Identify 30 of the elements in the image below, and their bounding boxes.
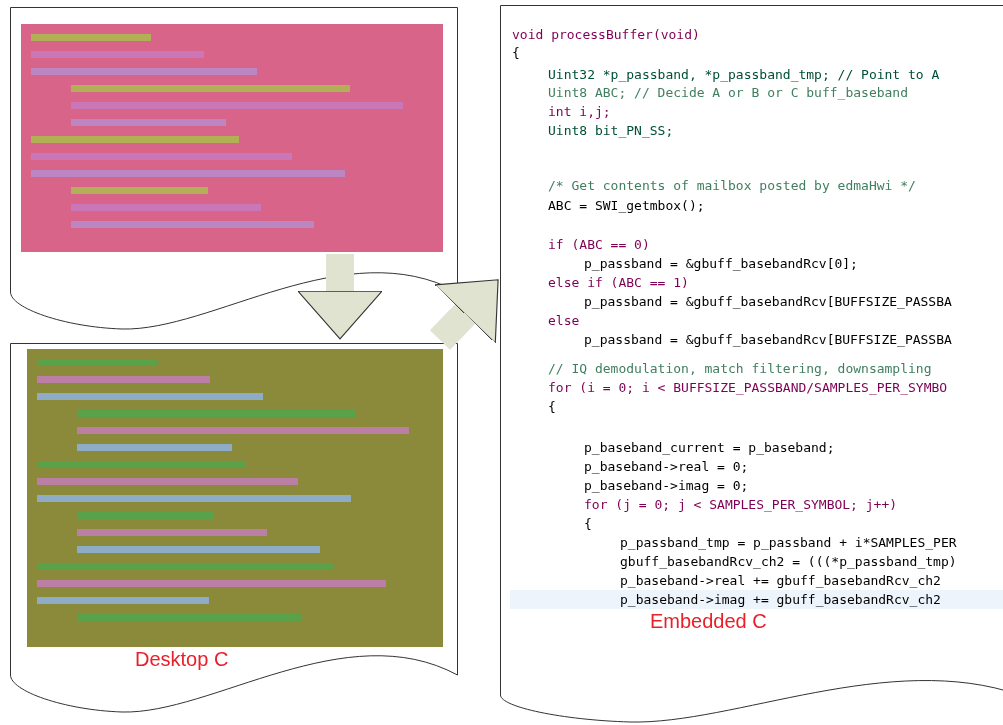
code-line: p_baseband->real = 0; bbox=[584, 459, 749, 475]
code-line: p_baseband->imag += gbuff_basebandRcv_ch2 bbox=[620, 592, 941, 608]
code-line: { bbox=[548, 399, 556, 415]
code-line: { bbox=[584, 516, 592, 532]
code-line: else if (ABC == 1) bbox=[548, 275, 689, 291]
code-line: p_passband = &gbuff_basebandRcv[BUFFSIZE_PASSBA bbox=[584, 294, 952, 310]
code-line: { bbox=[512, 45, 520, 61]
code-line: Uint32 *p_passband, *p_passband_tmp; // Point to A bbox=[548, 67, 940, 83]
code-line: p_passband_tmp = p_passband + i*SAMPLES_PER bbox=[620, 535, 957, 551]
node-label: Desktop C bbox=[135, 648, 229, 671]
code-line: // IQ demodulation, match filtering, downsampling bbox=[548, 361, 932, 377]
block-arrow bbox=[297, 254, 383, 340]
code-line: for (i = 0; i < BUFFSIZE_PASSBAND/SAMPLES_PER_SYMBO bbox=[548, 380, 948, 396]
code-line: ABC = SWI_getmbox(); bbox=[548, 198, 705, 214]
code-line: void processBuffer(void) bbox=[512, 27, 700, 43]
code-line: Uint8 ABC; // Decide A or B or C buff_baseband bbox=[548, 85, 909, 101]
code-line: p_baseband->real += gbuff_basebandRcv_ch2 bbox=[620, 573, 941, 589]
code-line: if (ABC == 0) bbox=[548, 237, 650, 253]
code-line: p_baseband_current = p_baseband; bbox=[584, 440, 835, 456]
code-line: p_passband = &gbuff_basebandRcv[BUFFSIZE_PASSBA bbox=[584, 332, 952, 348]
node-label: Embedded C bbox=[650, 610, 767, 633]
code-line: p_passband = &gbuff_basebandRcv[0]; bbox=[584, 256, 858, 272]
code-line: /* Get contents of mailbox posted by edmaHwi */ bbox=[548, 178, 916, 194]
code-line: Uint8 bit_PN_SS; bbox=[548, 123, 674, 139]
code-line: int i,j; bbox=[548, 104, 611, 120]
code-line: p_baseband->imag = 0; bbox=[584, 478, 749, 494]
code-line: gbuff_basebandRcv_ch2 = (((*p_passband_tmp) bbox=[620, 554, 957, 570]
code-line: for (j = 0; j < SAMPLES_PER_SYMBOL; j++) bbox=[584, 497, 898, 513]
block-arrow bbox=[429, 279, 499, 350]
code-line: else bbox=[548, 313, 580, 329]
